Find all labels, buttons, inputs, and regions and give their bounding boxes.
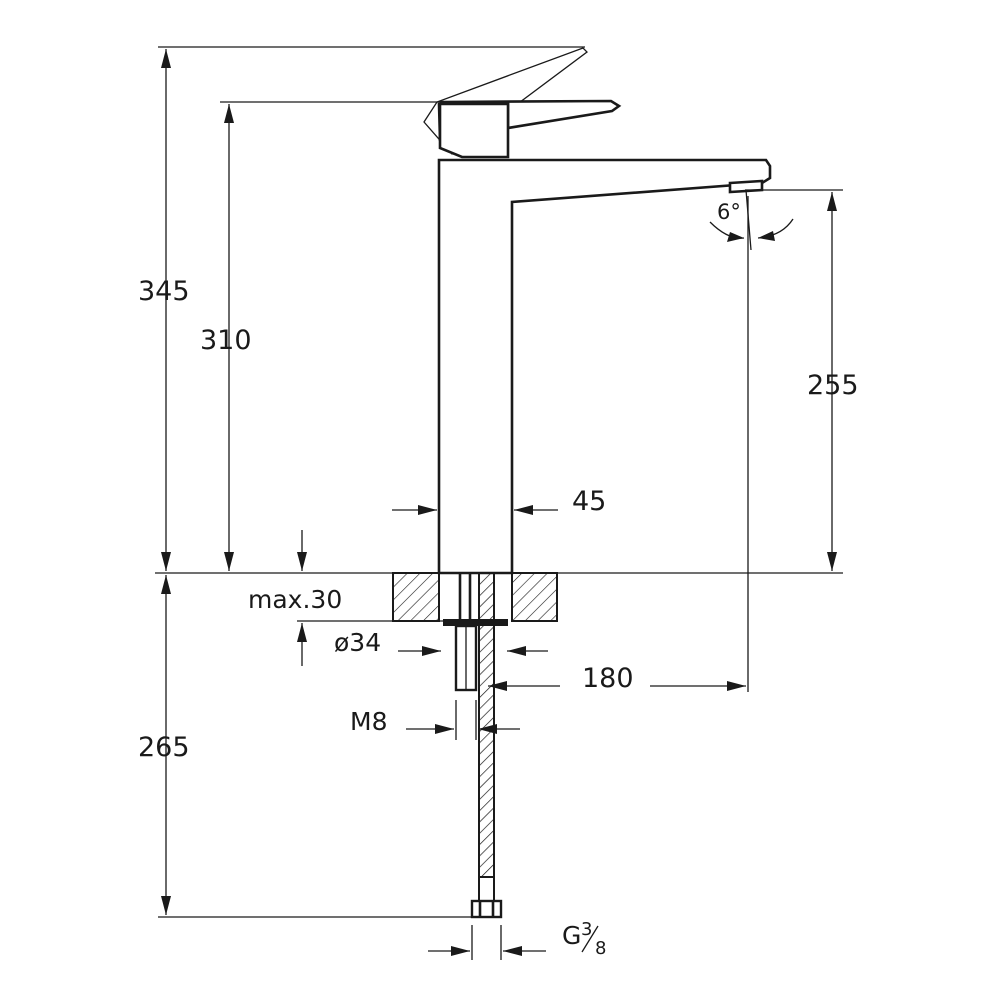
dimension-45 [392,505,558,515]
label-345: 345 [138,276,190,307]
dimension-345 [161,49,171,571]
dimension-m8 [406,700,520,740]
label-d34: ø34 [334,628,381,657]
label-max30: max.30 [248,585,342,614]
dimension-max30 [297,530,307,666]
dimension-265 [161,575,171,915]
label-255: 255 [807,370,859,401]
dimension-g38 [428,925,546,960]
extension-lines [155,46,843,918]
label-45: 45 [572,486,606,517]
faucet-lever [423,47,622,159]
under-counter-parts [443,572,508,919]
label-angle: 6° [717,200,741,224]
faucet-body [437,158,772,575]
label-180: 180 [582,663,634,694]
dimension-angle-6deg [709,189,794,251]
label-m8: M8 [350,707,387,736]
label-g-thread: G [562,921,581,950]
label-265: 265 [138,732,190,763]
dimension-d34 [398,646,548,656]
label-g-thread-denominator: 8 [595,938,606,959]
dimension-labels: 345 310 255 45 max.30 ø34 180 M8 265 6° … [138,200,859,959]
dimension-310 [224,104,234,571]
countertop-section [392,572,558,622]
dimension-255 [827,192,837,571]
dimension-180 [488,681,746,691]
label-g-thread-numerator: 3 [581,919,592,940]
label-310: 310 [200,325,252,356]
